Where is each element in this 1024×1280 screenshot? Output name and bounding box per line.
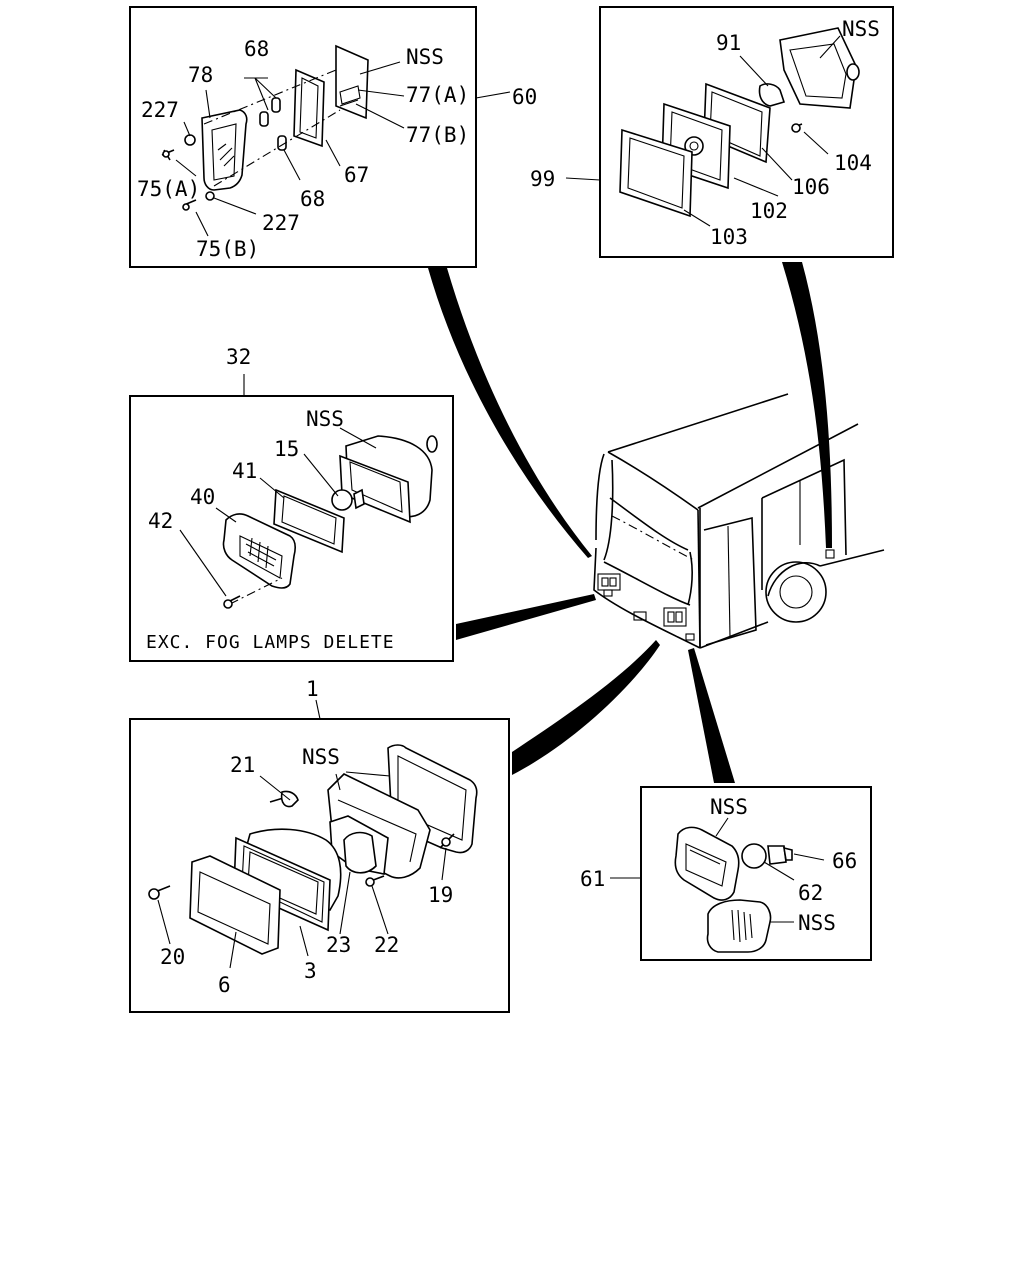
callout-62: 62 <box>798 881 823 905</box>
callout-42: 42 <box>148 509 173 533</box>
callout-99: 99 <box>530 167 555 191</box>
callout-75b: 75(B) <box>196 237 259 261</box>
callout-91: 91 <box>716 31 741 55</box>
fog-lamp-box <box>129 395 454 662</box>
headlamp-leaders <box>157 699 447 969</box>
callout-68-top: 68 <box>244 37 269 61</box>
turn-lamp-parts <box>674 826 793 953</box>
callout-nss-side: NSS <box>842 17 880 41</box>
fog-lamp-leaders <box>179 374 377 597</box>
callout-15: 15 <box>274 437 299 461</box>
callout-102: 102 <box>750 199 788 223</box>
callout-60: 60 <box>512 85 537 109</box>
side-lamp-parts <box>619 27 860 218</box>
callout-66: 66 <box>832 849 857 873</box>
callout-104: 104 <box>834 151 872 175</box>
turn-lamp-box <box>640 786 872 961</box>
marker-lamp-leaders <box>175 61 511 237</box>
marker-lamp-box <box>129 6 477 268</box>
turn-lamp-leaders <box>610 817 825 923</box>
connector-bands <box>428 262 832 783</box>
side-lamp-box <box>599 6 894 258</box>
fog-lamp-parts <box>222 435 438 609</box>
fog-condition-note: EXC. FOG LAMPS DELETE <box>146 632 395 653</box>
headlamp-parts <box>148 744 478 955</box>
callout-32: 32 <box>226 345 251 369</box>
callout-nss-turn-top: NSS <box>710 795 748 819</box>
callout-nss-marker: NSS <box>406 45 444 69</box>
callout-nss-turn-bottom: NSS <box>798 911 836 935</box>
callout-6: 6 <box>218 973 231 997</box>
callout-227-top: 227 <box>141 98 179 122</box>
callout-61: 61 <box>580 867 605 891</box>
callout-nss-headlamp: NSS <box>302 745 340 769</box>
callout-67: 67 <box>344 163 369 187</box>
callout-20: 20 <box>160 945 185 969</box>
callout-78: 78 <box>188 63 213 87</box>
side-lamp-leaders <box>565 35 841 227</box>
bus-illustration <box>593 393 885 649</box>
callout-103: 103 <box>710 225 748 249</box>
marker-lamp-parts <box>161 44 369 211</box>
callout-22: 22 <box>374 933 399 957</box>
callout-41: 41 <box>232 459 257 483</box>
callout-19: 19 <box>428 883 453 907</box>
callout-106: 106 <box>792 175 830 199</box>
callout-75a: 75(A) <box>137 177 200 201</box>
callout-40: 40 <box>190 485 215 509</box>
callout-1: 1 <box>306 677 319 701</box>
callout-labels: 68 78 227 75(A) 75(B) 227 68 67 77(B) 77… <box>137 17 880 997</box>
callout-68-bottom: 68 <box>300 187 325 211</box>
callout-77a: 77(A) <box>406 83 469 107</box>
callout-23: 23 <box>326 933 351 957</box>
callout-3: 3 <box>304 959 317 983</box>
callout-21: 21 <box>230 753 255 777</box>
callout-nss-fog: NSS <box>306 407 344 431</box>
callout-227-bottom: 227 <box>262 211 300 235</box>
callout-77b: 77(B) <box>406 123 469 147</box>
